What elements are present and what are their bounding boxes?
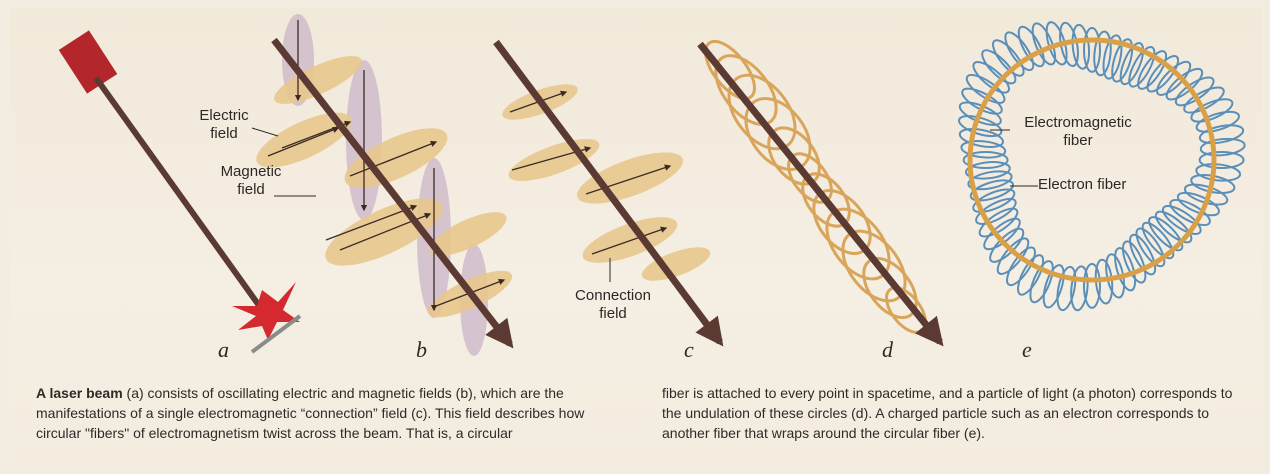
electron-coil-loop xyxy=(1144,212,1186,254)
electromagnetic-fiber-label: Electromagnetic fiber xyxy=(1012,114,1144,150)
electron-coil-loop xyxy=(1152,207,1196,247)
panel-letter-c: c xyxy=(684,337,694,363)
laser-body xyxy=(59,30,118,93)
panel-letter-e: e xyxy=(1022,337,1032,363)
beam-b xyxy=(274,40,510,344)
panel-d-photon-coil xyxy=(696,33,940,342)
panel-letter-a: a xyxy=(218,337,229,363)
panel-e-fibers xyxy=(957,20,1246,312)
electron-coil-loop xyxy=(1196,162,1241,182)
caption-left-column: A laser beam (a) consists of oscillating… xyxy=(36,383,620,443)
electron-coil-loop xyxy=(1152,57,1194,99)
electron-coil-loop xyxy=(1054,265,1078,311)
electron-fiber-label: Electron fiber xyxy=(1038,176,1146,194)
laser-spark xyxy=(232,282,300,340)
caption-lead: A laser beam xyxy=(36,385,123,401)
electron-fiber-coil xyxy=(957,20,1246,312)
caption-right-column: fiber is attached to every point in spac… xyxy=(662,383,1246,443)
panel-b-em-fields xyxy=(249,14,517,356)
connection-ellipses xyxy=(498,77,714,288)
electric-field-label: Electric field xyxy=(192,107,256,143)
caption-right-text: fiber is attached to every point in spac… xyxy=(662,385,1232,441)
panel-letter-b: b xyxy=(416,337,427,363)
electron-coil-loop xyxy=(958,126,1004,150)
electron-coil-loop xyxy=(1084,28,1100,72)
magnetic-field-label: Magnetic field xyxy=(214,163,288,199)
panel-letter-d: d xyxy=(882,337,893,363)
electron-coil-loop xyxy=(1092,31,1112,76)
electron-coil-loop xyxy=(1111,246,1139,293)
beam-d xyxy=(700,44,940,342)
connection-field-label: Connection field xyxy=(565,287,661,323)
